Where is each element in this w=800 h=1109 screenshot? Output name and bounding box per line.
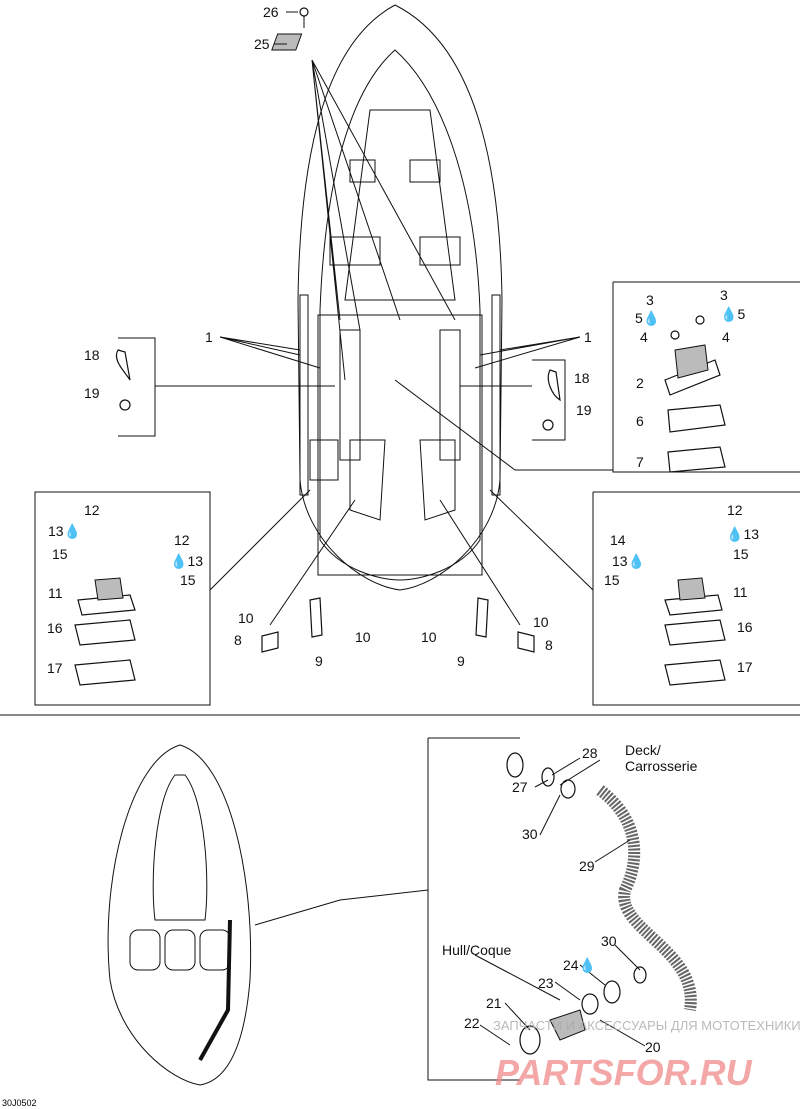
label-15: 15 [733,546,749,562]
label-13: 💧13 [726,526,759,543]
label-deck: Deck/ [625,742,661,758]
label-1: 1 [205,329,213,345]
label-6: 6 [636,413,644,429]
label-1: 1 [584,329,592,345]
label-23: 23 [538,975,554,991]
watercraft-view [107,744,252,1086]
label-3: 3 [646,292,654,308]
label-4: 4 [640,329,648,345]
label-25: 25 [254,36,270,52]
label-15: 15 [604,572,620,588]
label-10: 10 [533,614,549,630]
label-11: 11 [48,585,63,601]
hull-top-view [297,4,503,591]
label-14: 14 [610,532,626,548]
label-15: 15 [52,546,68,562]
label-22: 22 [464,1015,480,1031]
label-5: 💧5 [720,306,745,323]
label-13: 13💧 [612,553,645,570]
watermark-logo: PARTSFOR.RU [495,1052,753,1093]
drop-icon: 💧 [643,310,660,327]
label-20: 20 [645,1039,661,1055]
label-10: 10 [421,629,437,645]
part-25-26 [271,7,309,51]
label-12: 12 [174,532,190,548]
label-28: 28 [582,745,598,761]
label-16: 16 [47,620,63,636]
label-15: 15 [180,572,196,588]
drop-icon: 💧 [720,306,737,323]
label-10: 10 [355,629,371,645]
label-17: 17 [47,660,63,676]
label-5: 5💧 [635,310,660,327]
label-21: 21 [486,995,502,1011]
label-10: 10 [238,610,254,626]
drop-icon: 💧 [579,957,596,974]
drop-icon: 💧 [628,553,645,570]
drop-icon: 💧 [170,553,187,570]
label-11: 11 [733,584,748,600]
label-29: 29 [579,858,595,874]
label-30: 30 [601,933,617,949]
label-carrosserie: Carrosserie [625,758,698,774]
label-12: 12 [84,502,100,518]
label-26: 26 [263,4,279,20]
label-13: 13💧 [48,523,81,540]
label-4: 4 [722,329,730,345]
diagram-code: 30J0502 [2,1098,37,1108]
label-13: 💧13 [170,553,203,570]
drop-icon: 💧 [64,523,81,540]
label-17: 17 [737,659,753,675]
label-8: 8 [545,637,553,653]
label-9: 9 [457,653,465,669]
label-hull-coque: Hull/Coque [442,942,511,958]
label-12: 12 [727,502,743,518]
callout-labels: 26 25 1 1 18 19 18 19 3 3 5💧 💧5 4 4 2 6 … [47,4,759,1055]
label-9: 9 [315,653,323,669]
label-30: 30 [522,826,538,842]
label-24: 24💧 [563,957,596,974]
label-3: 3 [720,287,728,303]
label-16: 16 [737,619,753,635]
label-7: 7 [636,454,644,470]
label-18: 18 [574,370,590,386]
label-2: 2 [636,375,644,391]
watermark-text: ЗАПЧАСТИ И АКСЕССУАРЫ ДЛЯ МОТОТЕХНИКИ [493,1018,800,1033]
label-27: 27 [512,779,528,795]
label-8: 8 [234,632,242,648]
label-19: 19 [576,402,592,418]
drop-icon: 💧 [726,526,743,543]
label-19: 19 [84,385,100,401]
label-18: 18 [84,347,100,363]
